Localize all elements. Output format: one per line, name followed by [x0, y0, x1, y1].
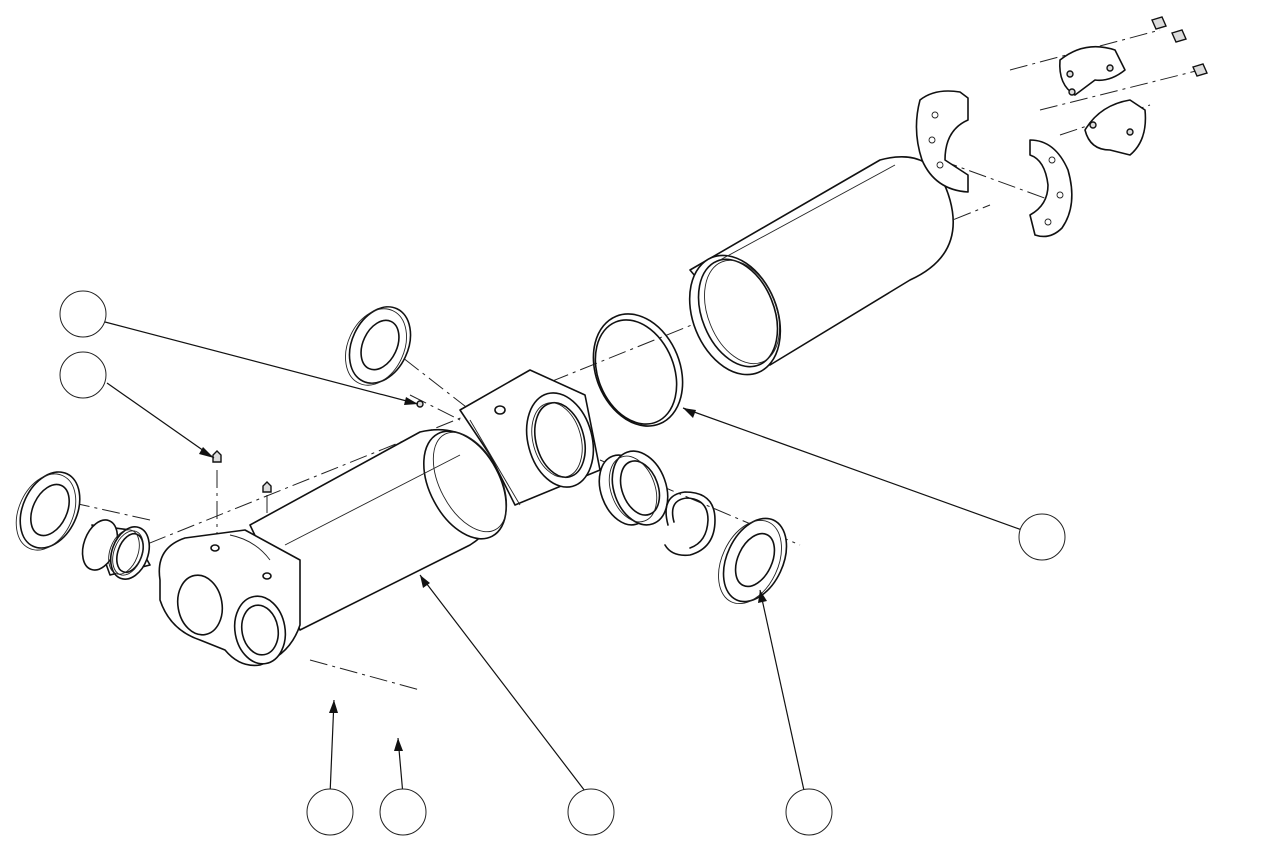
bolts — [1151, 16, 1208, 77]
snap-ring — [664, 491, 716, 557]
split-flange — [915, 90, 1073, 238]
large-o-ring — [592, 313, 684, 427]
left-bushing — [81, 519, 151, 580]
left-clevis — [158, 529, 301, 667]
callout-bubbles — [59, 290, 1066, 836]
callout-4 — [306, 788, 354, 836]
cylinder-barrel — [249, 428, 508, 631]
arrowhead — [404, 397, 418, 405]
leader-lines — [104, 321, 1023, 796]
callout-5 — [379, 788, 427, 836]
arrowhead — [420, 575, 430, 588]
arrowhead — [329, 700, 338, 713]
callout-6 — [567, 788, 615, 836]
callout-7 — [785, 788, 833, 836]
outer-tube — [688, 156, 954, 376]
retainer-clamps — [1058, 45, 1147, 156]
rod-end-washer — [345, 306, 412, 386]
callout-1 — [59, 290, 107, 338]
callout-2 — [59, 351, 107, 399]
arrowhead — [683, 408, 696, 418]
grease-fittings — [212, 400, 424, 493]
arrowhead — [758, 590, 767, 603]
arrowhead — [199, 447, 214, 458]
piston-seal — [598, 450, 669, 526]
right-thrust-washer — [718, 517, 788, 605]
callout-3 — [1018, 513, 1066, 561]
arrowhead — [394, 738, 403, 751]
left-thrust-washer — [15, 471, 81, 551]
rod-end-block — [459, 369, 601, 506]
